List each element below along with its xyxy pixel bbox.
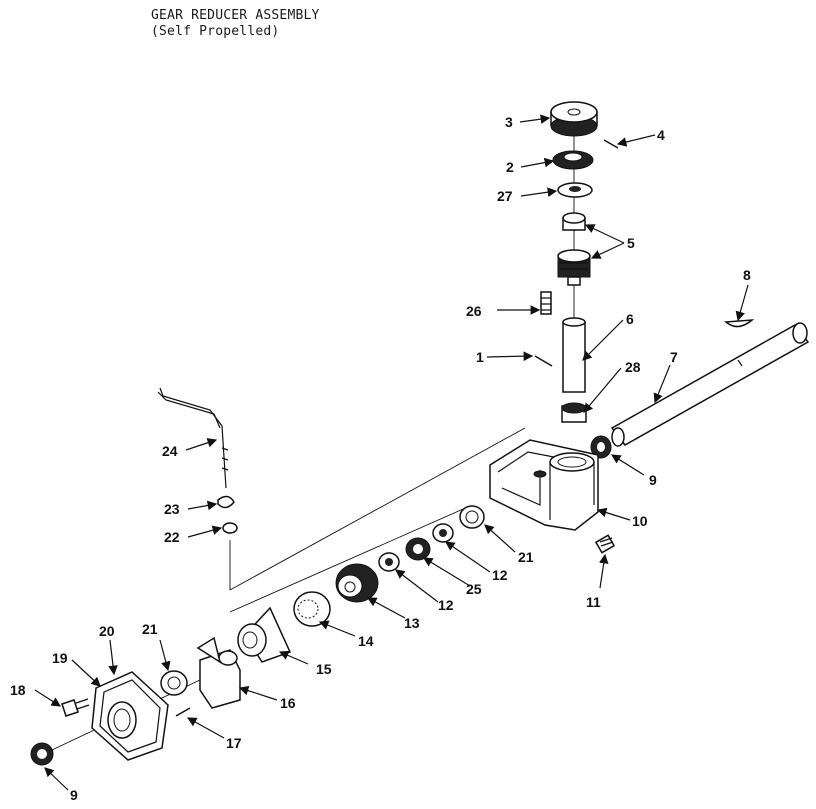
callout-7: 7: [670, 349, 678, 365]
part-bushing-left: [160, 670, 188, 696]
part-bearing: [552, 150, 594, 170]
part-gear-housing: [489, 439, 599, 531]
callout-20: 20: [99, 623, 115, 639]
callout-16: 16: [280, 695, 296, 711]
part-hairpin-clip: [217, 495, 235, 509]
callout-27: 27: [497, 188, 513, 204]
part-shift-fork: [196, 636, 241, 709]
assembly-guide-lines: [51, 132, 575, 751]
part-worm-gear: [557, 249, 591, 286]
part-worm-wheel: [335, 563, 379, 603]
title-line-1: GEAR REDUCER ASSEMBLY: [151, 8, 320, 23]
part-clutch-cone: [237, 606, 292, 663]
callout-10: 10: [632, 513, 648, 529]
callout-12-b: 12: [438, 597, 454, 613]
part-woodruff-key: [724, 319, 755, 328]
callout-11: 11: [586, 594, 601, 610]
callout-28: 28: [625, 359, 641, 375]
part-washer-top: [557, 182, 593, 198]
callout-23: 23: [164, 501, 180, 517]
part-seal-right: [590, 435, 612, 459]
part-shift-lever-rod: [157, 387, 229, 489]
part-axle: [610, 322, 810, 447]
part-bushing: [562, 212, 586, 231]
part-thrust-washer-a: [432, 523, 454, 543]
part-grease-fitting: [540, 291, 552, 315]
callout-4: 4: [657, 127, 665, 143]
part-cover-bolt: [61, 698, 90, 717]
part-lever-washer: [222, 522, 238, 534]
callout-17: 17: [226, 735, 242, 751]
part-clutch: [293, 591, 331, 627]
callout-25: 25: [466, 581, 482, 597]
part-pin: [603, 139, 619, 149]
callout-3: 3: [505, 114, 513, 130]
callout-19: 19: [52, 650, 68, 666]
callout-1: 1: [476, 349, 484, 365]
callout-2: 2: [506, 159, 514, 175]
part-thrust-bearing: [405, 537, 431, 561]
callout-21-right: 21: [518, 549, 534, 565]
callout-15: 15: [316, 661, 332, 677]
part-thrust-washer-b: [378, 552, 400, 572]
callout-18: 18: [10, 682, 26, 698]
callout-9-right: 9: [649, 472, 657, 488]
callout-13: 13: [404, 615, 420, 631]
callout-26: 26: [466, 303, 482, 319]
callout-9-left: 9: [70, 787, 78, 803]
diagram-title: GEAR REDUCER ASSEMBLY (Self Propelled): [151, 8, 320, 40]
part-shaft: [562, 317, 586, 393]
leader-lines: [34, 114, 749, 791]
callout-labels: 3 4 2 27 5 8 26 6 1 7 28 24 9 23 10 22 2…: [10, 114, 751, 803]
callout-24: 24: [162, 443, 178, 459]
part-housing-cover: [91, 671, 169, 761]
part-key: [534, 355, 553, 367]
part-pulley: [550, 101, 598, 137]
callout-14: 14: [358, 633, 374, 649]
part-set-screw: [594, 534, 616, 554]
callout-12-a: 12: [492, 567, 508, 583]
part-bushing-right: [459, 505, 485, 529]
part-lower-bearing: [561, 402, 587, 423]
callout-6: 6: [626, 311, 634, 327]
callout-21-left: 21: [142, 621, 158, 637]
part-fork-pin: [175, 707, 191, 717]
callout-5: 5: [627, 235, 635, 251]
part-seal-left: [30, 742, 54, 766]
callout-8: 8: [743, 267, 751, 283]
callout-22: 22: [164, 529, 180, 545]
title-line-2: (Self Propelled): [151, 24, 280, 39]
